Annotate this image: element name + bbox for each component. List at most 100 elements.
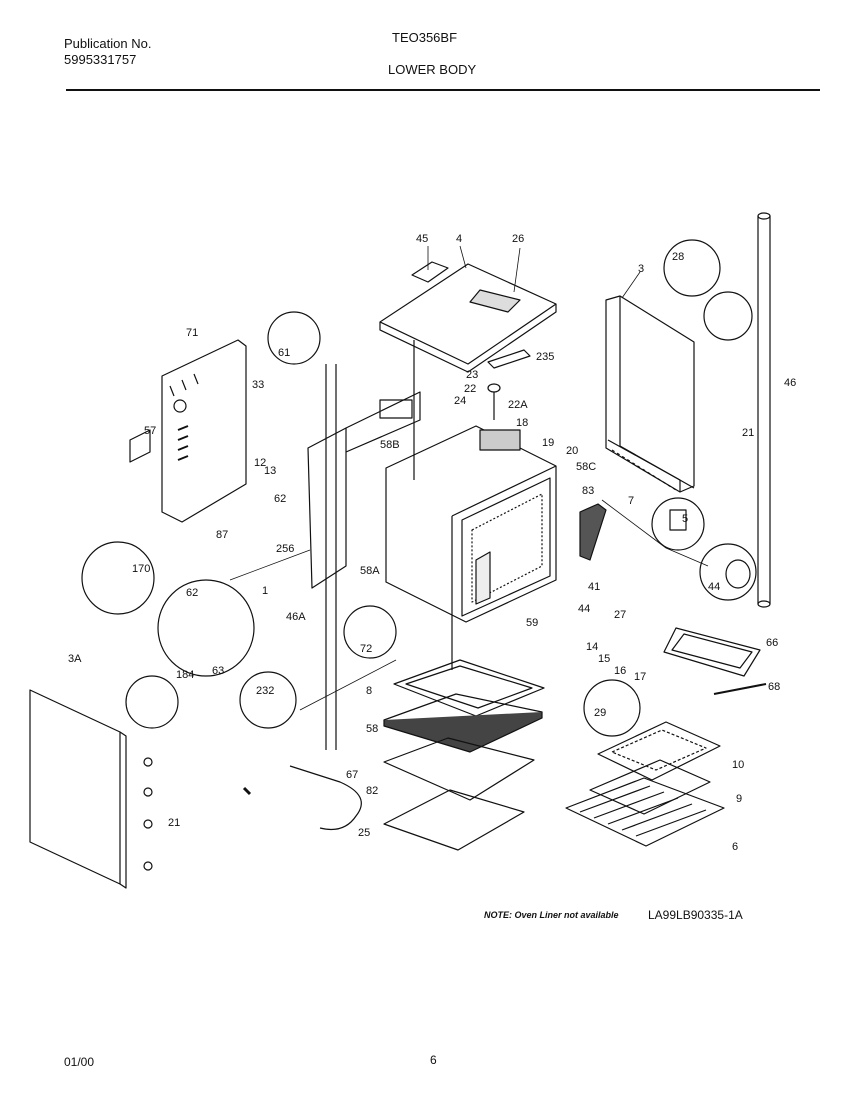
callout-3: 3 <box>638 263 644 275</box>
callout-63: 63 <box>212 665 224 677</box>
callout-17: 17 <box>634 671 646 683</box>
rod-46a <box>325 364 337 750</box>
callout-1: 1 <box>262 585 268 597</box>
callout-21-left: 21 <box>168 817 180 829</box>
callout-87: 87 <box>216 529 228 541</box>
control-frame <box>307 391 421 589</box>
publication-label: Publication No. <box>64 36 152 51</box>
callout-46: 46 <box>784 377 796 389</box>
callout-72: 72 <box>360 643 372 655</box>
callouts: 45 4 26 3 28 71 61 235 23 22 22A 24 33 1… <box>68 233 796 853</box>
callout-33: 33 <box>252 379 264 391</box>
callout-19: 19 <box>542 437 554 449</box>
page-number: 6 <box>430 1053 437 1067</box>
detail-bubble-232 <box>239 671 297 729</box>
callout-59: 59 <box>526 617 538 629</box>
callout-67: 67 <box>346 769 358 781</box>
callout-29: 29 <box>594 707 606 719</box>
callout-18: 18 <box>516 417 528 429</box>
callout-62-top: 62 <box>274 493 286 505</box>
detail-bubble-72 <box>343 605 397 659</box>
sensor-68 <box>713 683 767 695</box>
detail-bubble-61 <box>267 311 321 365</box>
top-panel <box>379 261 557 480</box>
bake-element <box>289 765 362 831</box>
oven-liner-note: NOTE: Oven Liner not available <box>484 910 619 920</box>
vent-tube <box>757 212 771 608</box>
back-panel <box>161 339 247 523</box>
callout-23: 23 <box>466 369 478 381</box>
burner-cluster <box>479 383 521 451</box>
header-rule <box>66 89 820 91</box>
model-number: TEO356BF <box>392 30 458 45</box>
callout-71: 71 <box>186 327 198 339</box>
detail-bubble-clip2 <box>125 675 179 729</box>
detail-bubble-28 <box>663 239 721 297</box>
callout-82: 82 <box>366 785 378 797</box>
callout-22: 22 <box>464 383 476 395</box>
callout-4: 4 <box>456 233 462 245</box>
right-side-panel <box>605 295 695 493</box>
callout-68: 68 <box>768 681 780 693</box>
callout-25: 25 <box>358 827 370 839</box>
callout-184: 184 <box>176 669 194 681</box>
callout-44-small: 44 <box>578 603 590 615</box>
callout-7: 7 <box>628 495 634 507</box>
callout-10: 10 <box>732 759 744 771</box>
detail-bubble-170 <box>81 541 155 615</box>
callout-58: 58 <box>366 723 378 735</box>
callout-8: 8 <box>366 685 372 697</box>
callout-170: 170 <box>132 563 150 575</box>
detail-bubble-clip <box>703 291 753 341</box>
bake-terminal <box>242 786 252 796</box>
drawing-code: LA99LB90335-1A <box>648 908 743 922</box>
callout-14: 14 <box>586 641 598 653</box>
callout-57: 57 <box>144 425 156 437</box>
callout-58a: 58A <box>360 565 380 577</box>
callout-235: 235 <box>536 351 554 363</box>
callout-26: 26 <box>512 233 524 245</box>
leader-lines <box>229 245 709 711</box>
callout-9: 9 <box>736 793 742 805</box>
outer-side-panel <box>29 689 153 889</box>
callout-22a: 22A <box>508 399 528 411</box>
callout-5: 5 <box>682 513 688 525</box>
callout-24: 24 <box>454 395 466 407</box>
footer-date: 01/00 <box>64 1055 95 1069</box>
oven-bottom-stack <box>383 659 545 851</box>
callout-12: 12 <box>254 457 266 469</box>
callout-13: 13 <box>264 465 276 477</box>
oven-body <box>385 425 557 670</box>
callout-16: 16 <box>614 665 626 677</box>
callout-45: 45 <box>416 233 428 245</box>
ring-detail <box>699 543 757 601</box>
publication-number: 5995331757 <box>64 52 137 67</box>
callout-66: 66 <box>766 637 778 649</box>
callout-62-detail: 62 <box>186 587 198 599</box>
callout-61: 61 <box>278 347 290 359</box>
callout-44-ring: 44 <box>708 581 720 593</box>
leveling-leg <box>651 497 705 551</box>
callout-256: 256 <box>276 543 294 555</box>
hinge-7 <box>579 503 607 561</box>
callout-3a: 3A <box>68 653 82 665</box>
callout-20: 20 <box>566 445 578 457</box>
callout-41: 41 <box>588 581 600 593</box>
callout-46a: 46A <box>286 611 306 623</box>
broil-element <box>663 627 761 677</box>
callout-21-right: 21 <box>742 427 754 439</box>
section-title: LOWER BODY <box>388 62 477 77</box>
cover-57 <box>129 429 151 463</box>
callout-58c: 58C <box>576 461 596 473</box>
callout-28: 28 <box>672 251 684 263</box>
oven-rack <box>565 777 725 847</box>
callout-232: 232 <box>256 685 274 697</box>
callout-27: 27 <box>614 609 626 621</box>
bracket-235 <box>487 349 531 369</box>
detail-bubble-62 <box>157 579 255 677</box>
broil-pan <box>589 759 711 815</box>
callout-15: 15 <box>598 653 610 665</box>
broil-pan-insert <box>597 721 721 781</box>
callout-83: 83 <box>582 485 594 497</box>
